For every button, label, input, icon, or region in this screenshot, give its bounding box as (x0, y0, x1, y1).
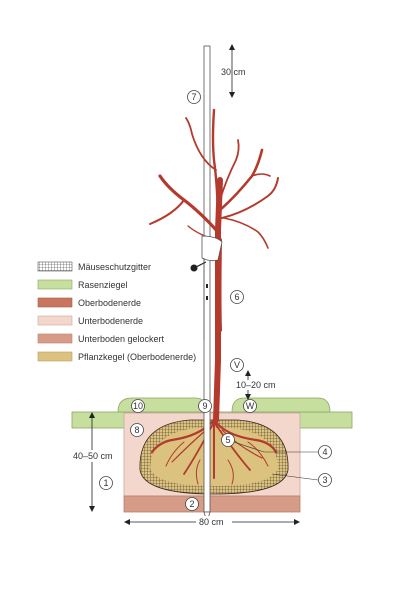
legend-item-loosened-subsoil: Unterboden gelockert (37, 333, 165, 344)
dimension-label: 10–20 cm (236, 380, 276, 390)
svg-text:5: 5 (225, 435, 230, 445)
dimension-label: 80 cm (199, 517, 224, 527)
svg-text:V: V (234, 360, 240, 370)
leader-lines (233, 441, 319, 481)
marker-7: 7 (187, 90, 201, 104)
svg-text:7: 7 (191, 92, 196, 102)
dimension-label: 40–50 cm (73, 451, 113, 461)
legend-label: Pflanzkegel (Oberbodenerde) (78, 352, 196, 362)
svg-text:4: 4 (322, 447, 327, 457)
legend-item-planting-cone: Pflanzkegel (Oberbodenerde) (37, 351, 196, 362)
marker-v: V (230, 358, 244, 372)
marker-2: 2 (185, 497, 199, 511)
marker-9: 9 (198, 399, 212, 413)
legend-item-turf: Rasenziegel (37, 279, 128, 290)
dimension-stake-top: 30 cm (221, 44, 246, 98)
dimension-pit-width: 80 cm (124, 516, 300, 528)
marker-6: 6 (230, 290, 244, 304)
legend-item-topsoil: Oberbodenerde (37, 297, 141, 308)
legend-label: Oberbodenerde (78, 298, 141, 308)
marker-4: 4 (318, 445, 332, 459)
svg-text:2: 2 (189, 499, 194, 509)
marker-5: 5 (221, 433, 235, 447)
marker-10: 10 (131, 399, 145, 413)
dimension-pit-depth: 40–50 cm (72, 412, 116, 512)
legend-label: Rasenziegel (78, 280, 128, 290)
legend-item-grid: Mäuseschutzgitter (37, 261, 151, 272)
tree (149, 108, 279, 423)
legend-label: Mäuseschutzgitter (78, 262, 151, 272)
svg-text:W: W (246, 401, 255, 411)
svg-text:3: 3 (322, 475, 327, 485)
svg-text:6: 6 (234, 292, 239, 302)
marker-3: 3 (318, 473, 332, 487)
marker-1: 1 (99, 476, 113, 490)
legend-label: Unterboden gelockert (78, 334, 165, 344)
marker-w: W (243, 399, 257, 413)
svg-text:8: 8 (134, 425, 139, 435)
tree-tie (190, 235, 223, 340)
dimension-label: 30 cm (221, 67, 246, 77)
svg-text:10: 10 (133, 401, 143, 411)
svg-text:1: 1 (103, 478, 108, 488)
legend-item-subsoil: Unterbodenerde (37, 315, 143, 326)
legend-label: Unterbodenerde (78, 316, 143, 326)
legend: Mäuseschutzgitter Rasenziegel Oberbodene… (37, 261, 196, 362)
svg-text:9: 9 (202, 401, 207, 411)
marker-8: 8 (130, 423, 144, 437)
dimension-ring-gap: 10–20 cm (236, 370, 276, 400)
